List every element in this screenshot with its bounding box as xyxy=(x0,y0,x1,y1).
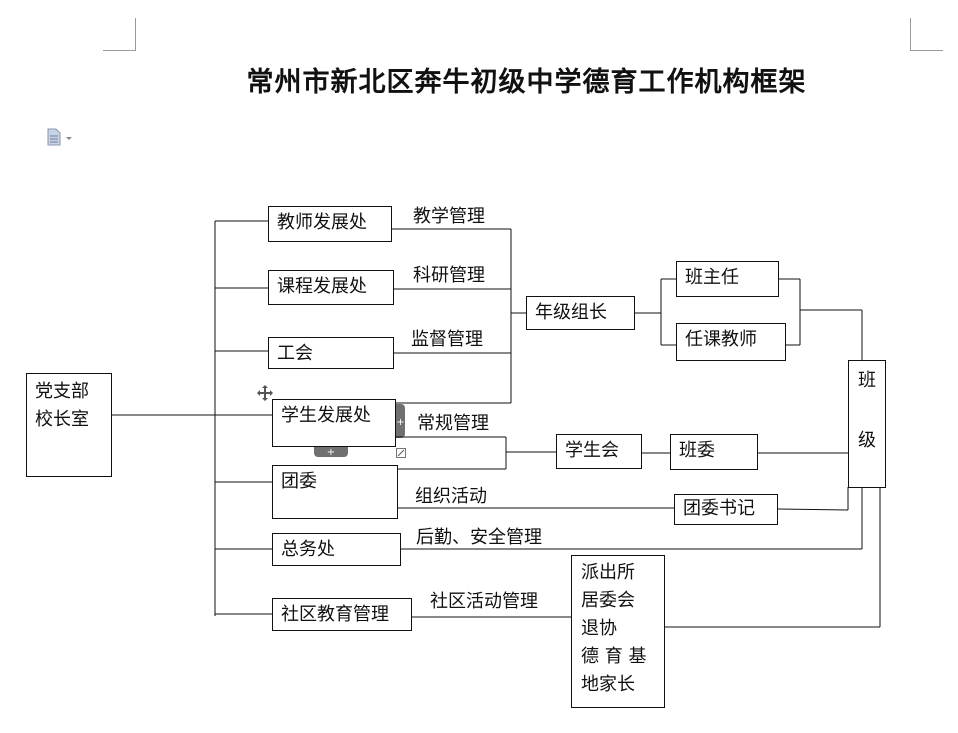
league-secretary-box[interactable]: 团委书记 xyxy=(674,494,778,525)
root-line-2: 校长室 xyxy=(35,409,89,430)
class-char-2: 级 xyxy=(858,430,876,451)
add-column-icon[interactable]: + xyxy=(396,417,405,428)
party-police: 派出所 xyxy=(581,562,635,583)
table-right-handle[interactable] xyxy=(396,404,405,438)
page-title: 常州市新北区奔牛初级中学德育工作机构框架 xyxy=(246,67,807,98)
community-edu-box[interactable]: 社区教育管理 xyxy=(272,598,412,631)
subject-teacher-box[interactable]: 任课教师 xyxy=(676,323,786,361)
label-research-mgmt: 科研管理 xyxy=(413,265,485,286)
youth-league-box[interactable]: 团委 xyxy=(272,465,398,519)
document-icon[interactable] xyxy=(46,128,76,148)
party-retirees-assoc: 退协 xyxy=(581,618,617,639)
table-bottom-handle[interactable] xyxy=(314,447,348,457)
root-line-1: 党支部 xyxy=(35,381,89,402)
grade-leader-box[interactable]: 年级组长 xyxy=(526,296,635,330)
label-routine-mgmt: 常规管理 xyxy=(417,413,489,434)
union-box[interactable]: 工会 xyxy=(268,337,394,369)
label-teaching-mgmt: 教学管理 xyxy=(413,206,485,227)
head-teacher-box[interactable]: 班主任 xyxy=(676,261,779,297)
move-handle-icon[interactable] xyxy=(256,384,274,402)
resize-handle-icon[interactable] xyxy=(396,448,406,458)
class-box[interactable]: 班 级 xyxy=(848,360,886,488)
party-residents-committee: 居委会 xyxy=(581,590,635,611)
student-union-box[interactable]: 学生会 xyxy=(556,434,642,469)
label-community-activities: 社区活动管理 xyxy=(430,591,538,612)
class-char-1: 班 xyxy=(858,370,876,391)
page-corner-mark-top-right xyxy=(910,18,943,51)
party-parents: 地家长 xyxy=(581,674,635,695)
add-row-icon[interactable]: + xyxy=(326,447,336,458)
page-corner-mark-top-left xyxy=(103,18,136,51)
root-box[interactable]: 党支部 校长室 xyxy=(26,373,112,477)
teacher-dev-box[interactable]: 教师发展处 xyxy=(268,206,392,242)
curriculum-dev-box[interactable]: 课程发展处 xyxy=(268,270,394,305)
party-moral-base: 德 育 基 xyxy=(581,646,647,667)
student-dev-box[interactable]: 学生发展处 xyxy=(272,399,396,447)
label-logistics-safety: 后勤、安全管理 xyxy=(416,527,542,548)
class-committee-box[interactable]: 班委 xyxy=(670,434,758,470)
community-parties-box[interactable]: 派出所 居委会 退协 德 育 基 地家长 xyxy=(571,555,665,708)
label-org-activities: 组织活动 xyxy=(415,486,487,507)
label-supervision-mgmt: 监督管理 xyxy=(411,329,483,350)
general-affairs-box[interactable]: 总务处 xyxy=(272,533,401,566)
